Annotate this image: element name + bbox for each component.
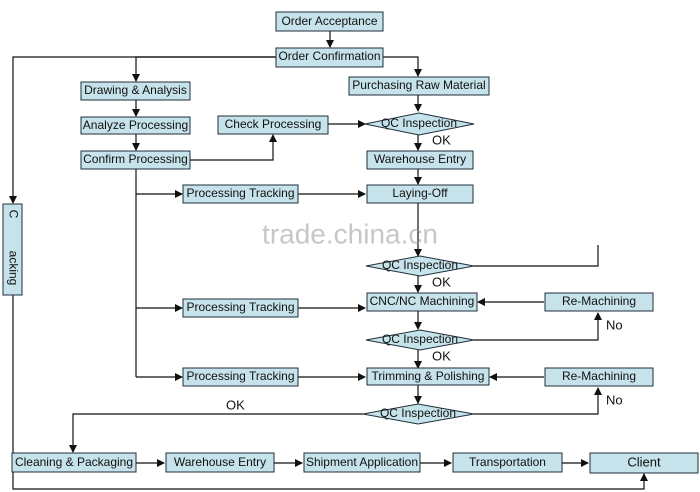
- edge-qc4-remachining2: [474, 387, 602, 415]
- box-confirm-processing: Confirm Processing: [80, 150, 191, 170]
- edge-label-no-2: No: [606, 392, 623, 407]
- edge-qc4-cleaning: [69, 413, 363, 453]
- box-trimming-polishing: Trimming & Polishing: [366, 367, 490, 386]
- edge-confirmation-drawing: [132, 56, 276, 82]
- box-cnc-machining: CNC/NC Machining: [366, 292, 478, 312]
- box-laying-off: Laying-Off: [366, 184, 474, 204]
- diamond-qc-inspection-1: QC Inspection: [364, 112, 475, 136]
- label-qc-inspection-3: QC Inspection: [382, 332, 458, 346]
- label-processing-tracking-3: Processing Tracking: [186, 369, 294, 383]
- diamond-qc-inspection-3: QC Inspection: [365, 329, 475, 351]
- label-processing-tracking-2: Processing Tracking: [186, 300, 294, 314]
- label-re-machining-1: Re-Machining: [562, 294, 636, 308]
- box-drawing-analysis: Drawing & Analysis: [80, 81, 191, 101]
- edge-label-ok-1: OK: [432, 132, 451, 147]
- label-qc-inspection-4: QC Inspection: [380, 406, 456, 420]
- label-check-processing: Check Processing: [225, 117, 322, 131]
- box-analyze-processing: Analyze Processing: [80, 116, 191, 135]
- box-transportation: Transportation: [452, 452, 563, 473]
- label-analyze-processing: Analyze Processing: [83, 118, 188, 132]
- box-cleaning-packaging: Cleaning & Packaging: [11, 452, 137, 473]
- label-warehouse-entry-1: Warehouse Entry: [374, 152, 466, 166]
- label-purchasing-raw-material: Purchasing Raw Material: [352, 78, 485, 92]
- diamond-qc-inspection-2: QC Inspection: [365, 255, 475, 277]
- label-re-machining-2: Re-Machining: [562, 369, 636, 383]
- label-left-tracking-top: C: [6, 210, 20, 219]
- label-qc-inspection-1: QC Inspection: [381, 116, 457, 130]
- box-check-processing: Check Processing: [217, 115, 329, 135]
- label-trimming-polishing: Trimming & Polishing: [372, 369, 485, 383]
- box-order-confirmation: Order Confirmation: [275, 47, 384, 68]
- box-order-acceptance: Order Acceptance: [275, 11, 384, 32]
- label-qc-inspection-2: QC Inspection: [382, 258, 458, 272]
- box-processing-tracking-2: Processing Tracking: [182, 298, 299, 318]
- label-transportation: Transportation: [469, 455, 546, 469]
- edge-confirm-check: [190, 134, 277, 161]
- edge-confirmation-left-tracking: [9, 56, 276, 204]
- label-confirm-processing: Confirm Processing: [83, 152, 188, 166]
- box-re-machining-1: Re-Machining: [544, 292, 654, 312]
- edge-label-ok-2: OK: [432, 274, 451, 289]
- box-left-tracking: C acking: [2, 203, 23, 296]
- label-client: Client: [627, 454, 661, 469]
- box-processing-tracking-3: Processing Tracking: [182, 367, 299, 387]
- label-laying-off: Laying-Off: [392, 186, 448, 200]
- label-cnc-machining: CNC/NC Machining: [370, 294, 475, 308]
- edge-label-ok-3: OK: [432, 348, 451, 363]
- label-left-tracking-bottom: acking: [6, 251, 20, 286]
- edge-confirmation-purchasing: [383, 56, 422, 77]
- label-processing-tracking-1: Processing Tracking: [186, 186, 294, 200]
- edge-left-tracking-client: [12, 295, 648, 490]
- box-processing-tracking-1: Processing Tracking: [182, 184, 299, 204]
- edge-qc3-remachining1: [474, 312, 602, 341]
- box-warehouse-entry-1: Warehouse Entry: [366, 150, 474, 170]
- label-cleaning-packaging: Cleaning & Packaging: [15, 455, 133, 469]
- box-purchasing-raw-material: Purchasing Raw Material: [348, 76, 490, 96]
- label-drawing-analysis: Drawing & Analysis: [84, 83, 187, 97]
- watermark-text: trade.china.cn: [262, 218, 438, 249]
- label-order-acceptance: Order Acceptance: [281, 14, 377, 28]
- label-order-confirmation: Order Confirmation: [278, 49, 380, 63]
- box-warehouse-entry-2: Warehouse Entry: [165, 452, 275, 473]
- box-shipment-application: Shipment Application: [303, 452, 421, 473]
- label-shipment-application: Shipment Application: [306, 455, 418, 469]
- edge-label-ok-4: OK: [226, 397, 245, 412]
- box-client: Client: [589, 452, 699, 474]
- box-re-machining-2: Re-Machining: [544, 367, 654, 387]
- connectors: [9, 31, 648, 490]
- edge-qc2-right: [474, 245, 599, 267]
- diamond-qc-inspection-4: QC Inspection: [362, 403, 475, 425]
- label-warehouse-entry-2: Warehouse Entry: [174, 455, 266, 469]
- edge-label-no-1: No: [606, 317, 623, 332]
